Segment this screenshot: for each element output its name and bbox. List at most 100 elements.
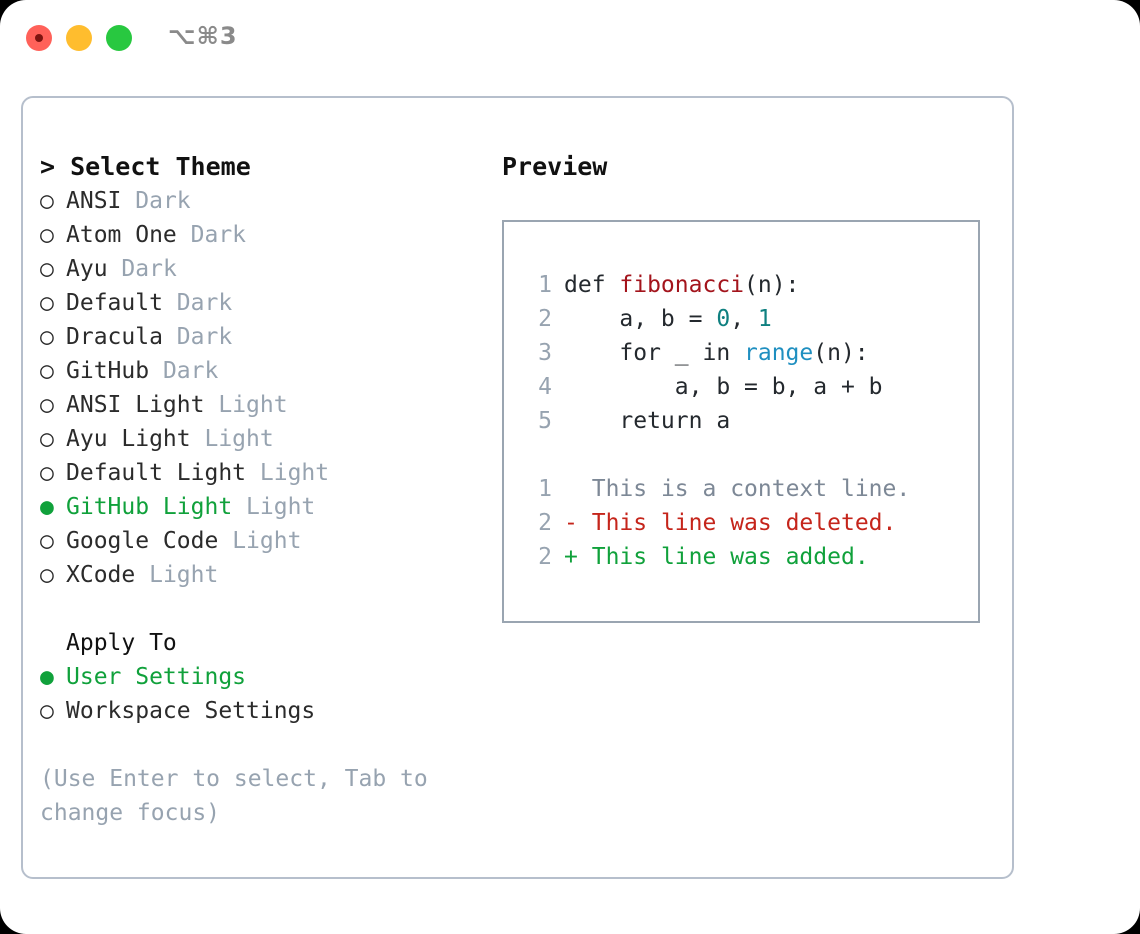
theme-picker-column: > Select Theme ○ANSI Dark○Atom One Dark○… — [40, 150, 510, 830]
code-token: 0 — [716, 306, 731, 332]
diff-text: This line was added. — [591, 544, 869, 570]
radio-unselected-icon: ○ — [40, 188, 54, 214]
theme-name-label: Google Code — [66, 528, 219, 554]
code-token: a, b = b, a + b — [564, 374, 883, 400]
line-number: 2 — [538, 544, 552, 570]
theme-variant-badge: Dark — [135, 188, 191, 214]
theme-list-item[interactable]: ○ Default Light Light — [40, 456, 510, 490]
theme-variant-badge: Light — [204, 426, 274, 452]
radio-unselected-icon: ○ — [40, 290, 54, 316]
line-number: 2 — [538, 306, 552, 332]
spacer — [149, 358, 163, 384]
code-token: fibonacci — [619, 272, 745, 298]
diff-line: 2- This line was deleted. — [522, 506, 978, 540]
spacer — [232, 494, 246, 520]
diff-sign: + — [564, 544, 578, 570]
diff-sign: - — [564, 510, 578, 536]
radio-unselected-icon: ○ — [40, 426, 54, 452]
traffic-lights — [26, 25, 132, 51]
code-token: range — [744, 340, 814, 366]
spacer — [121, 188, 135, 214]
theme-list-item[interactable]: ○Ayu Dark — [40, 252, 510, 286]
theme-list-item[interactable]: ○Google Code Light — [40, 524, 510, 558]
theme-variant-badge: Dark — [190, 222, 247, 248]
close-button[interactable] — [26, 25, 52, 51]
radio-unselected-icon: ○ — [40, 562, 54, 588]
theme-list-item[interactable]: ○ ANSI Dark — [40, 184, 510, 218]
line-number: 1 — [538, 272, 552, 298]
theme-list-item[interactable]: ○ Ayu Light Light — [40, 422, 510, 456]
page-title-label: Select Theme — [70, 152, 251, 181]
theme-list-item[interactable]: ○ GitHub Dark — [40, 354, 510, 388]
radio-unselected-icon: ○ — [40, 460, 54, 486]
radio-unselected-icon: ○ — [40, 256, 54, 282]
line-number: 1 — [538, 476, 552, 502]
diff-text: This line was deleted. — [591, 510, 897, 536]
spacer — [204, 392, 218, 418]
code-token: return a — [564, 408, 731, 434]
diff-sign — [564, 476, 578, 502]
line-number: 3 — [538, 340, 552, 366]
theme-list-item[interactable]: ○Default Dark — [40, 286, 510, 320]
line-number: 2 — [538, 510, 552, 536]
preview-title: Preview — [502, 152, 608, 181]
theme-list-item[interactable]: ○Dracula Dark — [40, 320, 510, 354]
spacer — [191, 426, 205, 452]
spacer — [135, 562, 149, 588]
theme-name-label: ANSI — [66, 188, 122, 214]
spacer — [578, 544, 592, 570]
radio-selected-icon: ● — [40, 494, 54, 520]
line-number: 5 — [538, 408, 552, 434]
theme-list: ○ANSI Dark○Atom One Dark○Ayu Dark○Defaul… — [40, 184, 510, 592]
preview-column: Preview 1 def fibonacci (n): 2 a, b = 0, 1 3… — [502, 150, 1002, 623]
keyboard-shortcut-label: ⌥⌘3 — [168, 22, 238, 50]
apply-to-option-label: Workspace Settings — [66, 698, 316, 724]
apply-to-option-label: User Settings — [66, 664, 247, 690]
theme-name-label: GitHub Light — [66, 494, 233, 520]
theme-name-label: XCode — [66, 562, 136, 588]
theme-name-label: Default Light — [66, 460, 247, 486]
apply-to-option[interactable]: ○ Workspace Settings — [40, 694, 510, 728]
diff-line: 2 + This line was added. — [522, 540, 978, 574]
radio-unselected-icon: ○ — [40, 358, 54, 384]
apply-to-option[interactable]: ● User Settings — [40, 660, 510, 694]
code-token: def — [564, 272, 620, 298]
spacer — [108, 256, 122, 282]
spacer — [578, 476, 592, 502]
spacer — [40, 592, 510, 626]
theme-variant-badge: Light — [149, 562, 219, 588]
theme-list-item[interactable]: ○ XCode Light — [40, 558, 510, 592]
theme-list-item[interactable]: ○ANSI Light Light — [40, 388, 510, 422]
theme-name-label: GitHub — [66, 358, 150, 384]
radio-unselected-icon: ○ — [40, 698, 54, 724]
spacer — [246, 460, 260, 486]
keyboard-hint: (Use Enter to select, Tab to change focu… — [40, 766, 428, 826]
code-token: (n): — [813, 340, 869, 366]
page-title: > Select Theme — [40, 150, 510, 184]
diff-sample: 1 This is a context line.2- This line wa… — [522, 472, 978, 574]
code-line: 2 a, b = 0, 1 — [522, 302, 978, 336]
code-line: 4 a, b = b, a + b — [522, 370, 978, 404]
spacer — [177, 222, 191, 248]
spacer — [218, 528, 232, 554]
theme-list-item[interactable]: ● GitHub Light Light — [40, 490, 510, 524]
radio-selected-icon: ● — [40, 664, 54, 690]
spacer — [163, 290, 177, 316]
code-token: 1 — [757, 306, 772, 332]
maximize-button[interactable] — [106, 25, 132, 51]
theme-list-item[interactable]: ○Atom One Dark — [40, 218, 510, 252]
theme-name-label: Dracula — [66, 324, 163, 350]
theme-variant-badge: Light — [246, 494, 316, 520]
radio-unselected-icon: ○ — [40, 392, 54, 418]
theme-variant-badge: Dark — [162, 358, 219, 384]
theme-variant-badge: Dark — [176, 324, 233, 350]
theme-variant-badge: Light — [218, 392, 288, 418]
theme-variant-badge: Light — [259, 460, 330, 486]
code-token: a, b = — [564, 306, 717, 332]
title-bar: ⌥⌘3 — [0, 0, 1140, 78]
minimize-button[interactable] — [66, 25, 92, 51]
theme-name-label: Ayu Light — [66, 426, 191, 452]
